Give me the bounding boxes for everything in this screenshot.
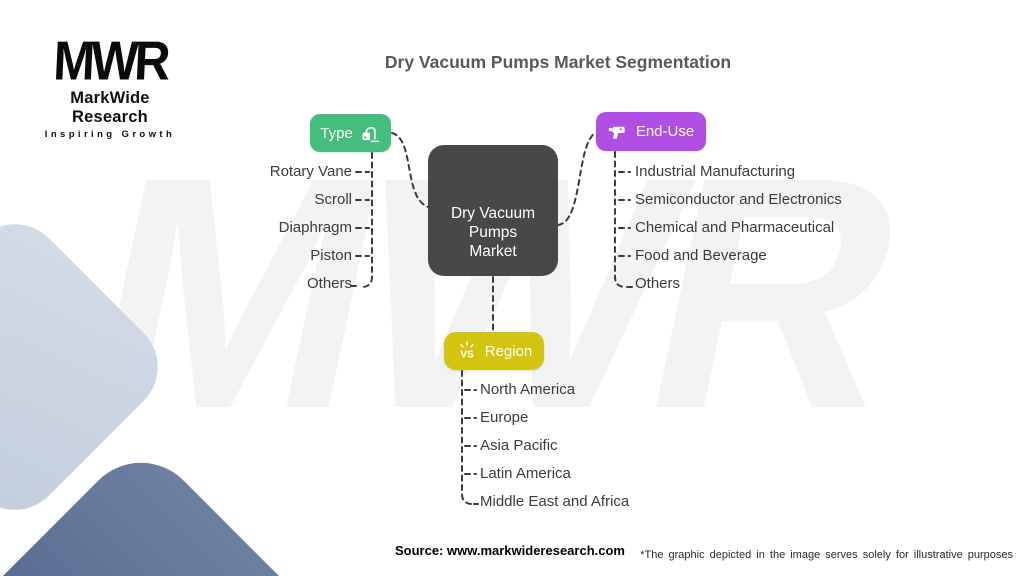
svg-text:VS: VS [460, 349, 474, 360]
enduse-item-list: Industrial Manufacturing Semiconductor a… [635, 158, 915, 298]
type-item-list: Rotary Vane Scroll Diaphragm Piston Othe… [140, 158, 352, 298]
center-node-label: Dry Vacuum Pumps Market [450, 205, 536, 260]
type-item: Scroll [314, 191, 352, 208]
logo-monogram: MWR [52, 30, 168, 92]
type-badge-label: Type [320, 124, 353, 142]
region-item: Latin America [480, 465, 571, 482]
region-category-badge: VS Region [444, 332, 544, 370]
enduse-item: Food and Beverage [635, 247, 767, 264]
enduse-item: Chemical and Pharmaceutical [635, 219, 835, 236]
type-item: Piston [310, 247, 352, 264]
region-item-list: North America Europe Asia Pacific Latin … [480, 376, 740, 516]
enduse-item: Others [635, 275, 681, 292]
region-item: Asia Pacific [480, 437, 558, 454]
type-category-badge: Type [310, 114, 391, 152]
logo-name: MarkWide Research [70, 89, 150, 126]
enduse-item: Semiconductor and Electronics [635, 191, 842, 208]
page-title: Dry Vacuum Pumps Market Segmentation [384, 52, 732, 72]
vacuum-pump-icon [360, 123, 381, 144]
enduse-category-badge: End-Use [596, 112, 706, 151]
enduse-item: Industrial Manufacturing [635, 163, 796, 180]
logo-tagline: Inspiring Growth [44, 129, 176, 140]
type-item: Others [306, 275, 352, 292]
enduse-badge-label: End-Use [635, 123, 695, 140]
region-item: Europe [480, 409, 529, 426]
vs-sparkle-icon: VS [456, 340, 478, 362]
disclaimer-note: *The graphic depicted in the image serve… [640, 549, 1013, 561]
type-item: Rotary Vane [269, 163, 352, 180]
drill-tool-icon [608, 121, 629, 142]
region-badge-label: Region [484, 342, 533, 360]
region-item: North America [480, 381, 576, 398]
type-item: Diaphragm [278, 219, 352, 236]
region-item: Middle East and Africa [480, 493, 630, 510]
markwide-logo: MWR MarkWide Research Inspiring Growth [30, 30, 190, 140]
center-node: Dry Vacuum Pumps Market [428, 145, 558, 276]
source-line: Source: www.markwideresearch.com [394, 543, 625, 558]
